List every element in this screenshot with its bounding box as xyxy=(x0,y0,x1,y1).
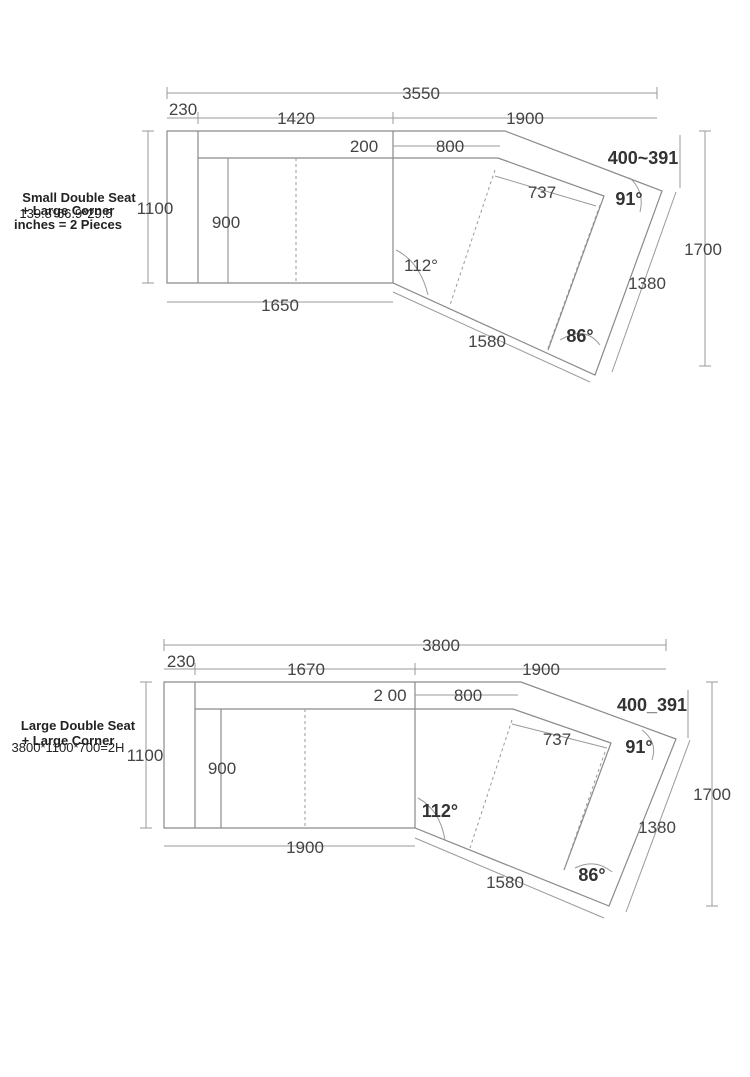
label-armrest: 230 xyxy=(167,652,195,671)
label-angle-inner: 112° xyxy=(404,256,438,275)
label-armrest: 230 xyxy=(169,100,197,119)
label-corner-width: 1900 xyxy=(522,660,560,679)
label-angle-top: 91° xyxy=(625,737,652,757)
caption-line-2: + Large Corner xyxy=(22,203,115,218)
angle-arc-bottom xyxy=(559,333,601,346)
dim-line-side-diag xyxy=(611,191,677,373)
caption-title: Large Double Seat xyxy=(21,718,136,733)
corner-seat-divider xyxy=(469,719,513,849)
label-total-width: 3550 xyxy=(402,84,440,103)
label-total-width: 3800 xyxy=(422,636,460,655)
label-corner-width: 1900 xyxy=(506,109,544,128)
caption-line-2: + Large Corner xyxy=(22,733,115,748)
angle-arc-top xyxy=(641,729,655,761)
label-diag-seat: 737 xyxy=(528,183,556,202)
label-angle-bottom: 86° xyxy=(566,326,593,346)
diagram-small-double-seat: 3550 230 1420 1900 200 800 400~391 1100 … xyxy=(14,84,722,383)
back-inner-line xyxy=(198,157,605,351)
label-bottom-width: 1650 xyxy=(261,296,299,315)
label-side-diag: 1380 xyxy=(628,274,666,293)
label-corner-depth: 400~391 xyxy=(608,148,679,168)
label-seat-width: 1420 xyxy=(277,109,315,128)
label-diag-seat: 737 xyxy=(543,730,571,749)
angle-arc-inner xyxy=(417,797,446,841)
label-bottom-diag: 1580 xyxy=(486,873,524,892)
caption-title: Small Double Seat xyxy=(22,190,136,205)
angle-arc-inner xyxy=(395,249,429,296)
dim-line-diag-seat xyxy=(494,175,597,207)
corner-seat-divider-2 xyxy=(563,751,606,871)
label-total-depth: 1700 xyxy=(684,240,722,259)
dim-line-bottom-diag xyxy=(392,291,591,383)
label-depth: 1100 xyxy=(137,199,174,218)
label-angle-bottom: 86° xyxy=(578,865,605,885)
label-depth: 1100 xyxy=(127,746,164,765)
label-bottom-width: 1900 xyxy=(286,838,324,857)
label-side-diag: 1380 xyxy=(638,818,676,837)
sofa-outline xyxy=(163,681,677,907)
label-gap: 2 00 xyxy=(373,686,406,705)
caption-line-3: 139.8*66.9*29.5 xyxy=(19,206,112,221)
angle-arc-top xyxy=(629,177,642,213)
sofa-outline xyxy=(166,130,663,376)
back-inner-line xyxy=(195,708,612,871)
label-seat-width: 1670 xyxy=(287,660,325,679)
corner-seat-divider xyxy=(449,169,496,306)
caption-line-4: inches = 2 Pieces xyxy=(14,217,122,232)
label-seat-depth: 900 xyxy=(212,213,240,232)
dim-line-side-diag xyxy=(625,739,691,913)
label-corner-depth: 400_391 xyxy=(617,695,687,715)
label-angle-inner: 112° xyxy=(422,801,458,821)
dim-line-diag-seat xyxy=(511,723,608,749)
label-bottom-diag: 1580 xyxy=(468,332,506,351)
caption-line-3: 3800*1100*700=2H xyxy=(12,740,125,755)
corner-seat-divider-2 xyxy=(547,204,601,349)
angle-arc-bottom xyxy=(574,863,613,873)
label-inner-seat: 800 xyxy=(436,137,464,156)
label-gap: 200 xyxy=(350,137,378,156)
label-inner-seat: 800 xyxy=(454,686,482,705)
diagram-large-double-seat: 3800 230 1670 1900 2 00 800 400_391 1100… xyxy=(12,636,731,919)
label-total-depth: 1700 xyxy=(693,785,731,804)
label-seat-depth: 900 xyxy=(208,759,236,778)
label-angle-top: 91° xyxy=(615,189,642,209)
dim-line-bottom-diag xyxy=(414,837,605,919)
